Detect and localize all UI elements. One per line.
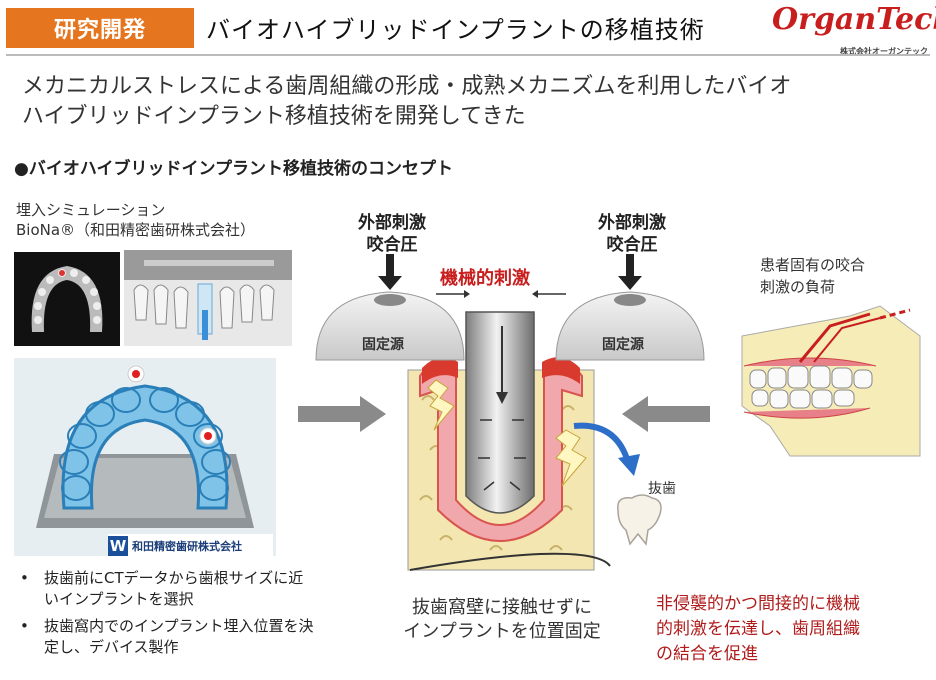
left-force-label: 外部刺激 咬合圧 <box>338 212 446 256</box>
left-force-line-2: 咬合圧 <box>338 234 446 256</box>
patient-line-1: 患者固有の咬合 <box>760 254 865 276</box>
lead-line-1: メカニカルストレスによる歯周組織の形成・成熟メカニズムを利用したバイオ <box>22 72 922 102</box>
simulation-caption: 埋入シミュレーション BioNa®（和田精密歯研株式会社） <box>16 200 255 240</box>
implant-concept-diagram <box>290 200 740 600</box>
left-force-arrow-icon <box>378 254 402 290</box>
right-arrow-icon <box>622 396 710 432</box>
right-force-line-2: 咬合圧 <box>578 234 686 256</box>
right-force-line-1: 外部刺激 <box>578 212 686 234</box>
patient-occlusion-image <box>730 296 930 466</box>
slide-title: バイオハイブリッドインプラントの移植技術 <box>206 10 705 45</box>
right-force-label: 外部刺激 咬合圧 <box>578 212 686 256</box>
benefit-line-1: 非侵襲的かつ間接的に機械 <box>656 592 926 617</box>
extraction-label: 抜歯 <box>648 478 676 498</box>
extraction-arrow-icon <box>618 454 640 476</box>
lead-text: メカニカルストレスによる歯周組織の形成・成熟メカニズムを利用したバイオ ハイブリ… <box>22 72 922 132</box>
bullet-item: • 抜歯前にCTデータから歯根サイズに近いインプラントを選択 <box>14 568 314 610</box>
right-force-arrow-icon <box>618 254 642 290</box>
patient-line-2: 刺激の負荷 <box>760 276 865 298</box>
simulation-line-2: BioNa®（和田精密歯研株式会社） <box>16 220 255 240</box>
fixed-source-left-label: 固定源 <box>362 334 404 354</box>
patient-occlusion-label: 患者固有の咬合 刺激の負荷 <box>760 254 865 298</box>
section-badge: 研究開発 <box>6 8 194 48</box>
wada-company-name: 和田精密歯研株式会社 <box>132 538 242 554</box>
bullet-text: 抜歯窩内でのインプラント埋入位置を決定し、デバイス製作 <box>44 617 314 656</box>
bullet-list: • 抜歯前にCTデータから歯根サイズに近いインプラントを選択 • 抜歯窩内でのイ… <box>14 568 314 664</box>
benefit-caption: 非侵襲的かつ間接的に機械 的刺激を伝達し、歯周組織 の結合を促進 <box>656 592 926 667</box>
implant-guide-device-image <box>14 358 276 556</box>
header-divider <box>6 54 930 56</box>
lead-line-2: ハイブリッドインプラント移植技術を開発してきた <box>22 102 922 132</box>
bullet-dot: • <box>20 616 29 637</box>
bullet-text: 抜歯前にCTデータから歯根サイズに近いインプラントを選択 <box>44 569 303 608</box>
concept-heading: ●バイオハイブリッドインプラント移植技術のコンセプト <box>14 154 453 179</box>
extracted-tooth-image <box>608 490 668 550</box>
benefit-line-3: の結合を促進 <box>656 642 926 667</box>
tooth-simulation-image <box>124 250 292 346</box>
ct-scan-image <box>14 252 120 346</box>
left-force-line-1: 外部刺激 <box>338 212 446 234</box>
simulation-line-1: 埋入シミュレーション <box>16 200 255 220</box>
center-caption-line-2: インプラントを位置固定 <box>352 620 652 644</box>
left-arrow-icon <box>298 396 386 432</box>
bullet-dot: • <box>20 568 29 589</box>
center-caption: 抜歯窩壁に接触せずに インプラントを位置固定 <box>352 596 652 644</box>
logo-text: OrganTech <box>772 2 936 37</box>
fixed-source-right-label: 固定源 <box>602 334 644 354</box>
organtech-logo: OrganTech 株式会社オーガンテック <box>772 4 932 48</box>
mechanical-stimulus-label: 機械的刺激 <box>440 264 530 290</box>
bullet-item: • 抜歯窩内でのインプラント埋入位置を決定し、デバイス製作 <box>14 616 314 658</box>
center-caption-line-1: 抜歯窩壁に接触せずに <box>352 596 652 620</box>
wada-company-logo: W 和田精密歯研株式会社 <box>108 534 273 558</box>
wada-mark: W <box>108 536 128 556</box>
logo-subtitle: 株式会社オーガンテック <box>840 36 928 68</box>
benefit-line-2: 的刺激を伝達し、歯周組織 <box>656 617 926 642</box>
